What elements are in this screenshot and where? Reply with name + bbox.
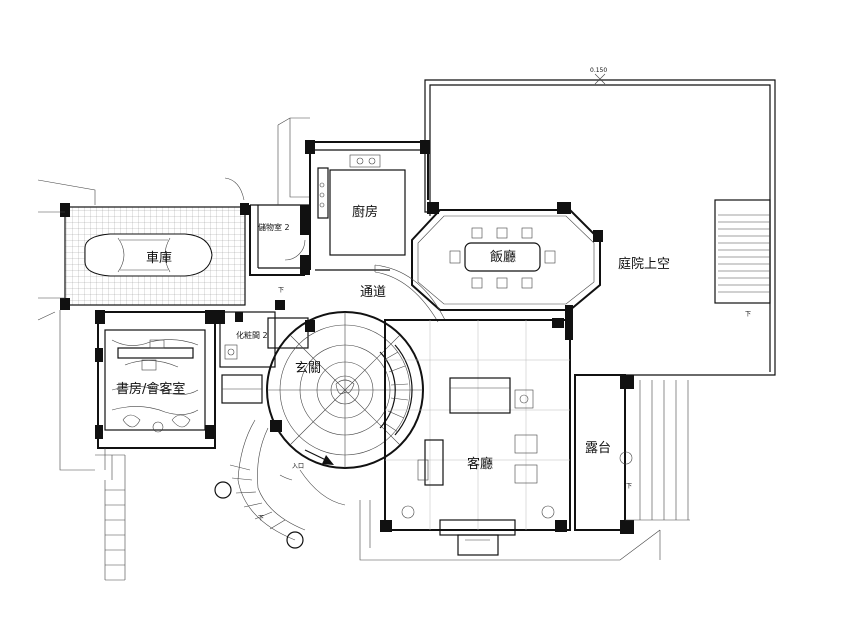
right-stair <box>714 199 771 304</box>
foyer-label: 玄關 <box>295 361 321 376</box>
courtyard-void-outline <box>424 73 776 376</box>
down-mark-terrace: 下 <box>626 483 632 490</box>
corridor-label: 通道 <box>360 285 386 300</box>
dining-label: 飯廳 <box>490 249 516 265</box>
study-room <box>95 310 216 480</box>
outer-line-bottom <box>359 500 661 561</box>
terrace-label: 露台 <box>585 441 611 456</box>
foyer <box>266 311 424 469</box>
down-mark-corridor: 下 <box>278 287 284 294</box>
down-mark-steps: 下 <box>258 515 264 522</box>
courtyard-void-label: 庭院上空 <box>618 256 670 272</box>
living-room <box>380 305 573 556</box>
garage-label: 車庫 <box>146 251 172 266</box>
powder-room-label: 化粧間 2 <box>236 330 268 340</box>
storage-room <box>249 117 310 276</box>
level-mark: 0.150 <box>590 67 607 74</box>
terrace <box>574 374 690 534</box>
powder-room <box>215 300 309 404</box>
study-label: 書房/會客室 <box>116 381 185 397</box>
living-label: 客廳 <box>467 456 493 472</box>
left-site-lines <box>37 310 126 581</box>
entrance-steps <box>214 419 346 549</box>
entrance-label: 入口 <box>292 463 304 470</box>
kitchen-label: 廚房 <box>352 204 378 220</box>
down-mark-right: 下 <box>745 311 751 318</box>
garage <box>37 177 249 310</box>
kitchen <box>305 140 430 271</box>
corridor <box>374 264 446 323</box>
storage-label: 儲物室 2 <box>258 222 290 232</box>
